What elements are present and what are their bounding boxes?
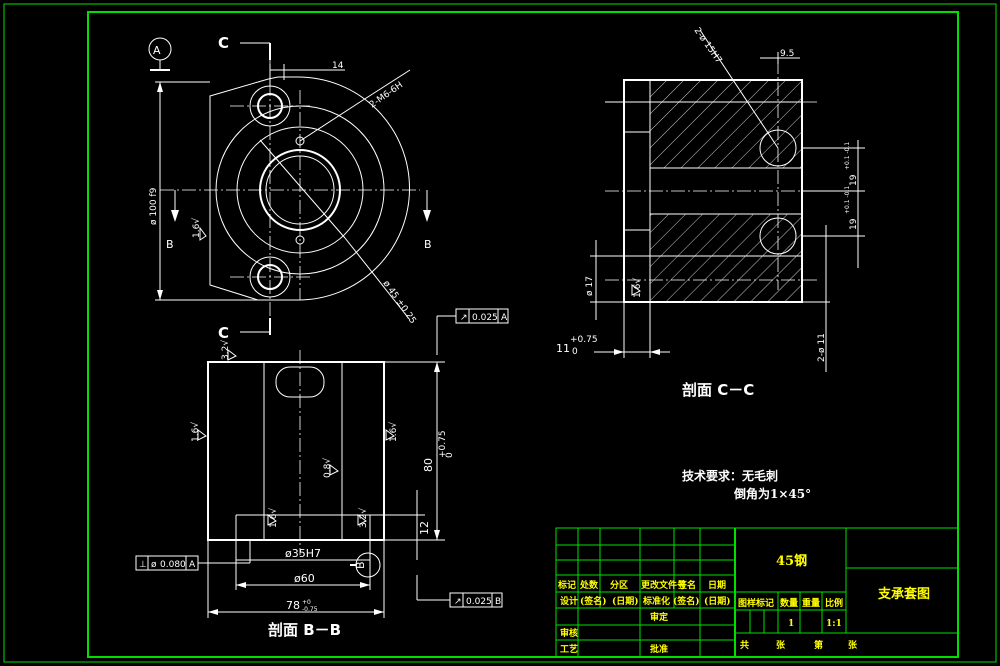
tb-sheets: 张: [776, 639, 786, 651]
dim-80-tol-dn: 0: [445, 452, 455, 458]
dim-19b: 19: [849, 218, 859, 230]
gtol-top-ref: A: [501, 313, 508, 323]
tb-material: 45钢: [776, 553, 807, 569]
title-block: [555, 527, 959, 658]
tb-scale-val: 1:1: [826, 619, 842, 629]
top-view: [148, 37, 431, 335]
inner-border: [87, 11, 959, 658]
tech-req-line2: 倒角为1×45°: [733, 486, 811, 501]
section-cc: [590, 29, 865, 372]
gtol-left-ref: A: [189, 560, 196, 570]
dim-80: 80: [422, 458, 435, 472]
rough-bb-b: 1.6√: [190, 422, 201, 442]
dim-11b: 11: [556, 342, 570, 355]
tb-r-std: 标准化: [642, 595, 670, 607]
tb-weight: 数量: [780, 597, 798, 609]
tb-h-zone: 分区: [610, 579, 628, 591]
tb-h-mark: 标记: [557, 579, 576, 591]
rough-bb-d: 1.6√: [388, 422, 399, 442]
dim-12: 12: [418, 521, 431, 535]
dim-78-tol-dn: -0.75: [302, 606, 318, 613]
gtol-top-sym: ↗: [460, 313, 468, 323]
gtol-left-frame: [135, 555, 199, 571]
gtol-bot-val: 0.025: [466, 597, 492, 607]
dim-78: 78: [286, 599, 300, 612]
dim-19b-tol: +0.1 -0.1: [844, 186, 851, 214]
outer-border: [3, 3, 997, 663]
tb-r-sign1: (签名): [580, 595, 607, 607]
gtol-top-frame: [455, 308, 509, 324]
tb-scale: 比例: [825, 597, 843, 609]
tb-total: 共: [740, 639, 749, 651]
gtol-left-sym2: ø: [151, 560, 157, 570]
tb-r-sign2: (签名): [673, 595, 700, 607]
section-B-right: B: [424, 238, 432, 251]
datum-B: B: [354, 561, 367, 569]
tb-qty-val: 1: [788, 619, 794, 629]
dim-80-tol-up: +0.75: [438, 430, 448, 458]
dim-78-tol-up: +0: [302, 599, 311, 606]
dim-dia45: ø 45 ±0.25: [381, 279, 418, 326]
section-C-top: C: [218, 34, 229, 52]
dim-hole: 2-ø 15H7: [692, 26, 724, 66]
rough-top-1: 1.6√: [191, 218, 202, 238]
tb-r-date2: (日期): [704, 595, 731, 607]
gtol-bot-frame: [449, 592, 503, 608]
dim-14: 14: [332, 61, 344, 71]
dim-35: ø35H7: [285, 547, 321, 560]
tb-r-date1: (日期): [612, 595, 639, 607]
tb-page: 张: [848, 639, 858, 651]
section-bb-title: 剖面 B－B: [268, 621, 341, 639]
dim-19a-tol: +0.1 -0.1: [844, 142, 851, 170]
tb-sheet-no: 第: [814, 639, 823, 651]
dim-11b-tol-up: +0.75: [570, 335, 598, 345]
tb-r-approve: 批准: [650, 643, 668, 655]
tech-req-line1: 技术要求：无毛刺: [682, 468, 778, 483]
tb-h-count: 处数: [579, 579, 599, 591]
tb-r-design: 设计: [560, 595, 578, 607]
tb-stage: 图样标记: [738, 597, 774, 609]
gtol-top-val: 0.025: [472, 313, 498, 323]
dim-11: 2-ø 11: [817, 333, 827, 362]
section-C-bottom: C: [218, 324, 229, 342]
tb-h-sign: 签名: [677, 579, 696, 591]
tb-qty: 重量: [802, 597, 820, 609]
datum-A-label: A: [153, 44, 161, 57]
section-B-left: B: [166, 238, 174, 251]
dim-dia100: ø 100 f9: [149, 187, 159, 225]
rough-bb-f: 3.2√: [358, 508, 369, 528]
dim-17: ø 17: [585, 276, 595, 296]
tb-part-name: 支承套图: [877, 586, 930, 602]
section-cc-title: 剖面 C－C: [682, 381, 754, 399]
gtol-left-sym1: ⊥: [139, 560, 147, 570]
tb-r-review: 审核: [560, 627, 578, 639]
tb-h-doc: 更改文件号: [641, 579, 686, 591]
dim-60: ø60: [294, 572, 315, 585]
gtol-left-val: 0.080: [160, 560, 186, 570]
tb-h-date: 日期: [708, 579, 726, 591]
rough-bb-a: 3.2√: [220, 340, 231, 360]
dim-19a: 19: [849, 174, 859, 186]
gtol-bot-ref: B: [495, 597, 501, 607]
dim-95: 9.5: [780, 49, 794, 59]
section-bb: [197, 315, 456, 618]
tb-approve-label: 审定: [650, 611, 669, 623]
flange-outline: [209, 76, 410, 301]
dim-11b-tol-dn: 0: [572, 347, 578, 357]
rough-bb-e: 1.6√: [268, 508, 279, 528]
tb-r-process: 工艺: [560, 643, 578, 655]
rough-cc: 1.6√: [632, 278, 643, 298]
gtol-bot-sym: ↗: [454, 597, 462, 607]
rough-bb-c: 0.8√: [322, 458, 333, 478]
